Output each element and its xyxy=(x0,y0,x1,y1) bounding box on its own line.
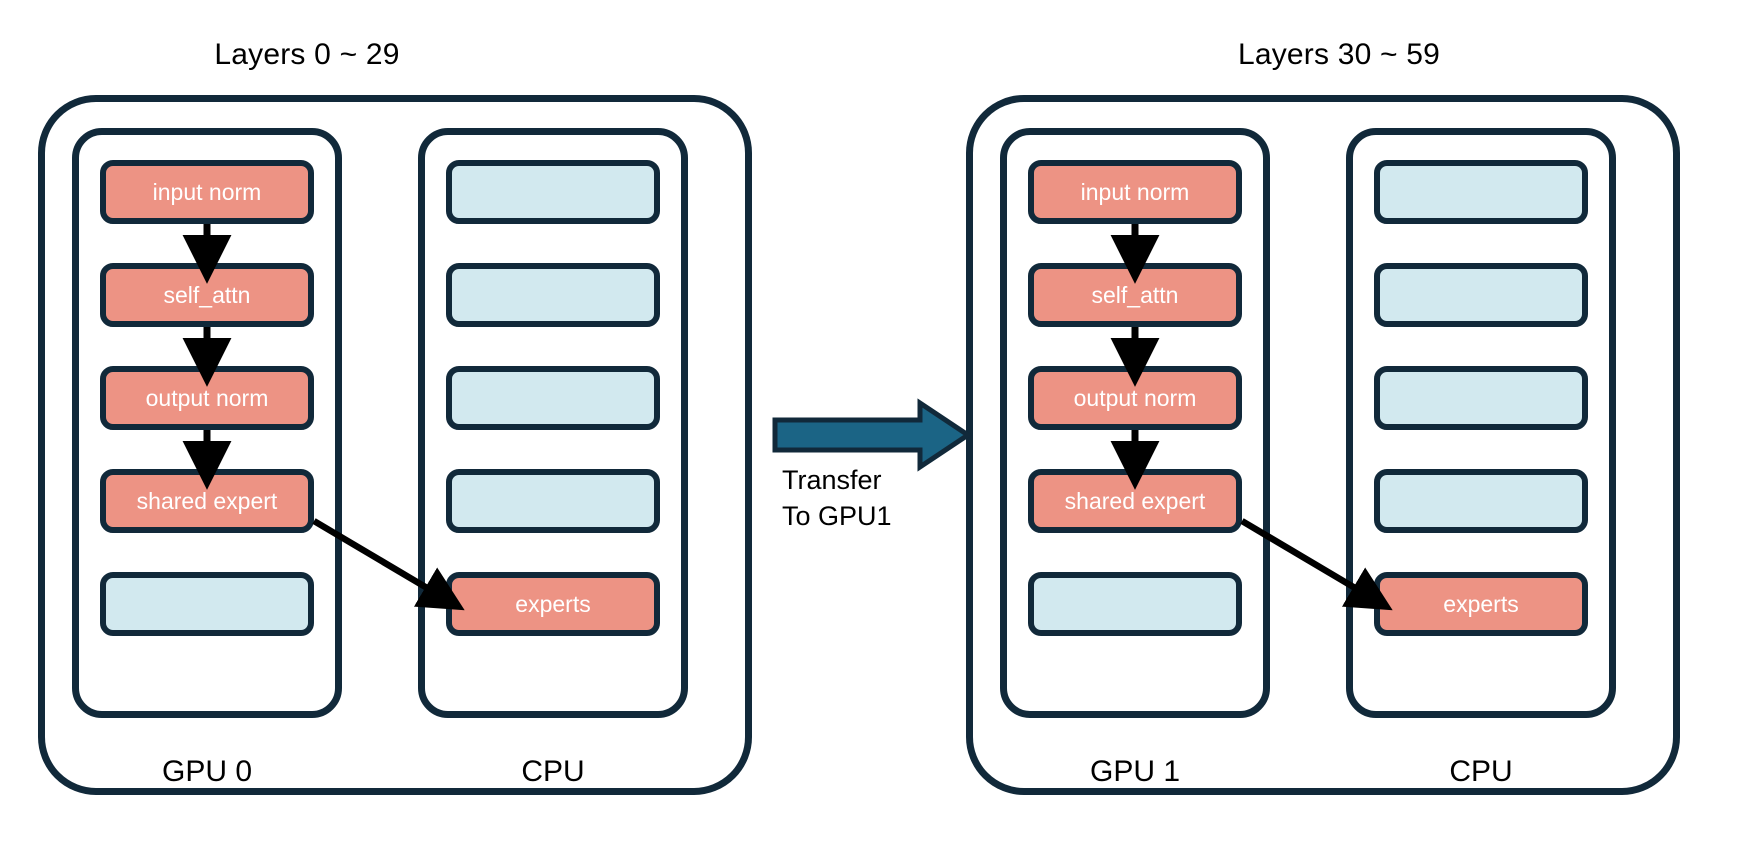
block-gpu1-self-attn[interactable]: self_attn xyxy=(1028,263,1242,327)
footer-cpu1: CPU xyxy=(1449,755,1513,788)
block-gpu0-input-norm[interactable]: input norm xyxy=(100,160,314,224)
block-gpu0-self-attn[interactable]: self_attn xyxy=(100,263,314,327)
block-label: input norm xyxy=(152,178,262,205)
block-cpu0-slot-2[interactable] xyxy=(446,263,660,327)
block-label: self_attn xyxy=(1091,281,1179,308)
block-cpu1-slot-1[interactable] xyxy=(1374,160,1588,224)
block-label: output norm xyxy=(145,384,269,411)
footer-cpu0: CPU xyxy=(521,755,585,788)
group-title-gpu0: Layers 0 ~ 29 xyxy=(214,38,400,71)
block-label: experts xyxy=(515,590,591,617)
block-cpu0-slot-4[interactable] xyxy=(446,469,660,533)
block-gpu1-shared-expert[interactable]: shared expert xyxy=(1028,469,1242,533)
block-gpu1-output-norm[interactable]: output norm xyxy=(1028,366,1242,430)
block-cpu1-experts[interactable]: experts xyxy=(1374,572,1588,636)
transfer-arrow xyxy=(772,398,973,472)
block-label: output norm xyxy=(1073,384,1197,411)
block-gpu1-empty-slot[interactable] xyxy=(1028,572,1242,636)
block-label: input norm xyxy=(1080,178,1190,205)
block-cpu0-slot-3[interactable] xyxy=(446,366,660,430)
block-cpu1-slot-2[interactable] xyxy=(1374,263,1588,327)
block-label: experts xyxy=(1443,590,1519,617)
block-cpu0-experts[interactable]: experts xyxy=(446,572,660,636)
footer-gpu1: GPU 1 xyxy=(1089,755,1181,788)
footer-gpu0: GPU 0 xyxy=(161,755,253,788)
block-label: self_attn xyxy=(163,281,251,308)
transfer-label: Transfer To GPU1 xyxy=(782,465,892,531)
block-gpu0-empty-slot[interactable] xyxy=(100,572,314,636)
block-cpu1-slot-4[interactable] xyxy=(1374,469,1588,533)
block-gpu1-input-norm[interactable]: input norm xyxy=(1028,160,1242,224)
block-label: shared expert xyxy=(1064,487,1206,514)
block-gpu0-output-norm[interactable]: output norm xyxy=(100,366,314,430)
block-cpu1-slot-3[interactable] xyxy=(1374,366,1588,430)
block-gpu0-shared-expert[interactable]: shared expert xyxy=(100,469,314,533)
group-title-gpu1: Layers 30 ~ 59 xyxy=(1237,38,1441,71)
block-cpu0-slot-1[interactable] xyxy=(446,160,660,224)
block-label: shared expert xyxy=(136,487,278,514)
